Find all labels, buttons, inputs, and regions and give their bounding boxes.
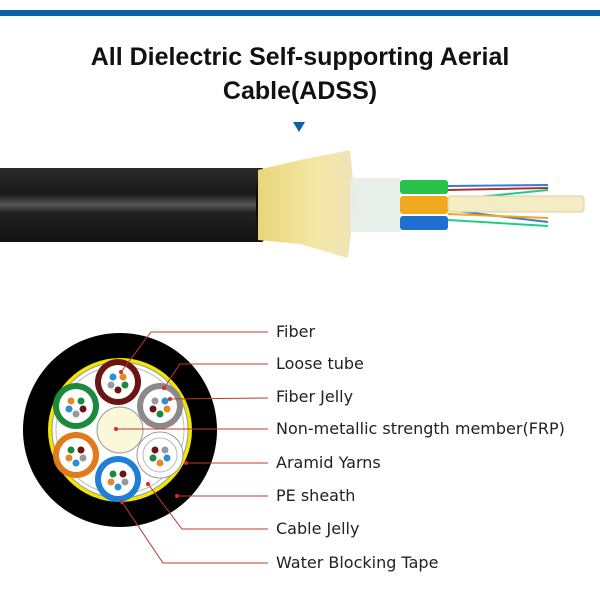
water-blocking-tape bbox=[350, 178, 400, 232]
cable-side-view bbox=[0, 150, 585, 258]
label-cable-jelly: Cable Jelly bbox=[276, 519, 360, 538]
frp-core bbox=[96, 406, 144, 454]
label-loose-tube: Loose tube bbox=[276, 354, 364, 373]
title-line-2: Cable(ADSS) bbox=[222, 77, 378, 105]
loose-tubes bbox=[53, 359, 184, 502]
frp-rod bbox=[447, 195, 585, 213]
label-aramid-yarns: Aramid Yarns bbox=[276, 453, 381, 472]
page-title: All Dielectric Self-supporting Aerial Ca… bbox=[0, 40, 600, 108]
down-arrow-icon bbox=[293, 122, 305, 132]
fibers bbox=[65, 373, 171, 491]
label-water-blocking-tape: Water Blocking Tape bbox=[276, 553, 439, 572]
label-pe-sheath: PE sheath bbox=[276, 486, 356, 505]
label-fiber-jelly: Fiber Jelly bbox=[276, 387, 354, 406]
title-line-1: All Dielectric Self-supporting Aerial bbox=[90, 43, 510, 71]
leader-lines bbox=[116, 331, 269, 564]
aramid-yarn-bundle bbox=[258, 150, 355, 258]
label-fiber: Fiber bbox=[276, 322, 316, 341]
label-frp: Non-metallic strength member(FRP) bbox=[276, 419, 565, 438]
pe-sheath-jacket bbox=[0, 168, 262, 242]
top-accent-bar bbox=[0, 10, 600, 16]
